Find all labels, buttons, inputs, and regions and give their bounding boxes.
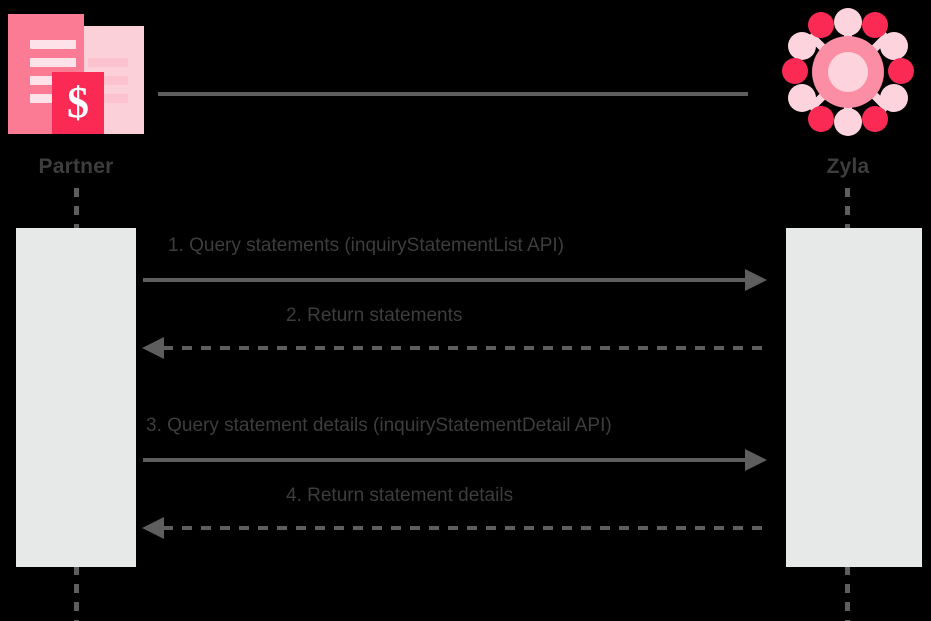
hub-node (880, 32, 908, 60)
currency-badge (52, 72, 104, 134)
hub-node-accent (808, 106, 834, 132)
document-text-line (30, 40, 76, 49)
hub-node-accent (862, 106, 888, 132)
hub-core-inner (828, 52, 868, 92)
message-arrowhead-3 (745, 449, 767, 471)
network-hub-icon (778, 2, 918, 142)
actor-label-partner: Partner (38, 155, 114, 178)
hub-node (788, 84, 816, 112)
document-text-line (88, 94, 128, 103)
message-line-4 (163, 526, 765, 530)
activation-bar-partner (16, 228, 136, 567)
actor-label-zyla: Zyla (826, 155, 870, 178)
hub-node-accent (888, 58, 914, 84)
document-text-line (88, 58, 128, 67)
hub-node (834, 108, 862, 136)
message-label-3: 3. Query statement details (inquiryState… (146, 415, 612, 436)
hub-node (788, 32, 816, 60)
hub-node-accent (782, 58, 808, 84)
hub-node (880, 84, 908, 112)
message-line-3 (143, 458, 753, 462)
message-line-2 (163, 346, 765, 350)
dollar-sign-icon: $ (67, 78, 89, 127)
message-arrowhead-2 (142, 337, 164, 359)
hub-node (834, 8, 862, 36)
hub-node-accent (862, 12, 888, 38)
message-label-1: 1. Query statements (inquiryStatementLis… (168, 235, 565, 256)
document-text-line (30, 58, 76, 67)
activation-bar-zyla (786, 228, 922, 567)
message-label-2: 2. Return statements (286, 305, 463, 326)
message-arrowhead-1 (745, 269, 767, 291)
invoice-document-icon: $ (8, 10, 144, 134)
document-text-line (88, 76, 128, 85)
actor-connector-line (158, 92, 748, 96)
message-arrowhead-4 (142, 517, 164, 539)
message-label-4: 4. Return statement details (286, 485, 514, 506)
message-line-1 (143, 278, 753, 282)
hub-node-accent (808, 12, 834, 38)
